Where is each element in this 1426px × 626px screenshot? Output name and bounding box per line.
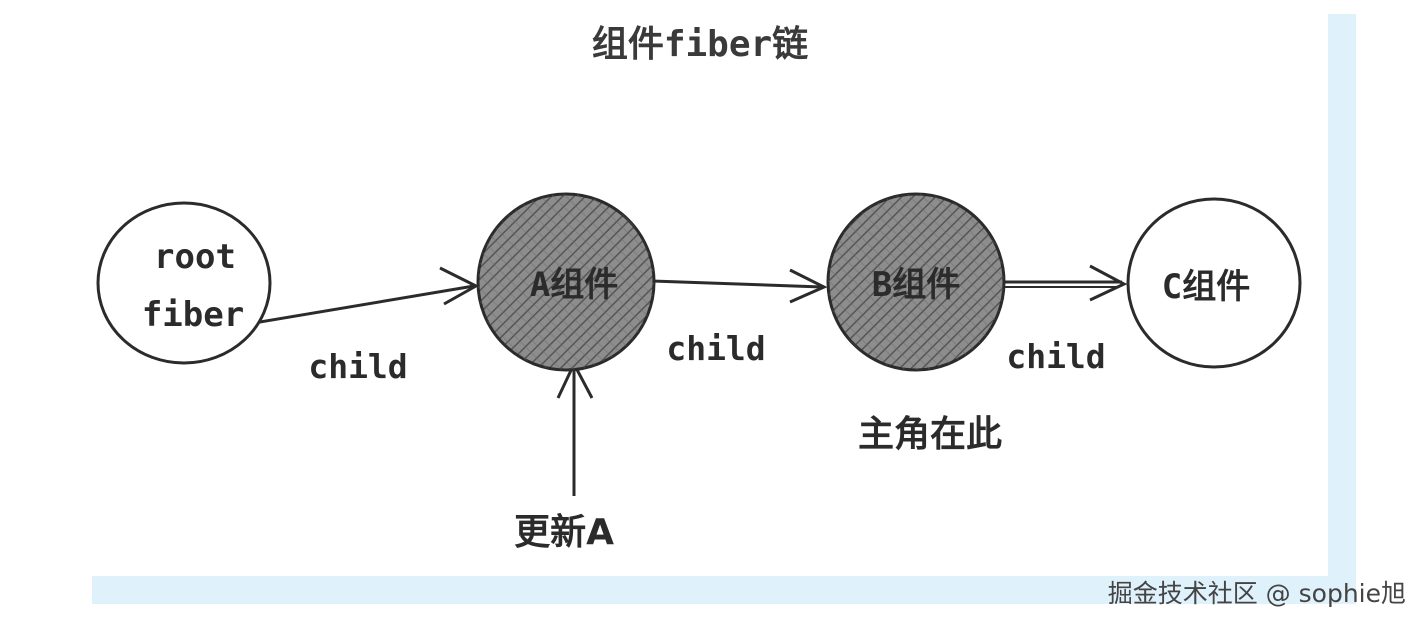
edge-a-to-b	[651, 268, 828, 304]
node-root-label-line1: root	[154, 237, 236, 277]
node-root-label-line2: fiber	[142, 295, 244, 335]
node-a-label: A组件	[530, 265, 618, 305]
node-b-component: B组件	[826, 192, 1006, 372]
node-root-fiber: root fiber	[96, 201, 272, 365]
edge-b-to-c	[1004, 264, 1128, 302]
right-border-band	[1328, 14, 1356, 586]
watermark: 掘金技术社区 @ sophie旭	[1107, 579, 1406, 608]
node-c-component: C组件	[1126, 197, 1302, 369]
bottom-border-band	[92, 576, 1356, 604]
node-a-component: A组件	[476, 192, 656, 372]
edge-label-a-b: child	[666, 329, 765, 368]
diagram-title: 组件fiber链	[592, 24, 808, 65]
protagonist-label: 主角在此	[858, 414, 1002, 455]
edge-label-b-c: child	[1006, 337, 1105, 376]
edge-root-to-a	[235, 266, 480, 328]
node-b-label: B组件	[872, 265, 960, 305]
edge-label-root-a: child	[308, 347, 407, 386]
update-a-label: 更新A	[514, 512, 614, 553]
node-c-label: C组件	[1162, 267, 1250, 307]
update-arrow	[556, 360, 594, 496]
